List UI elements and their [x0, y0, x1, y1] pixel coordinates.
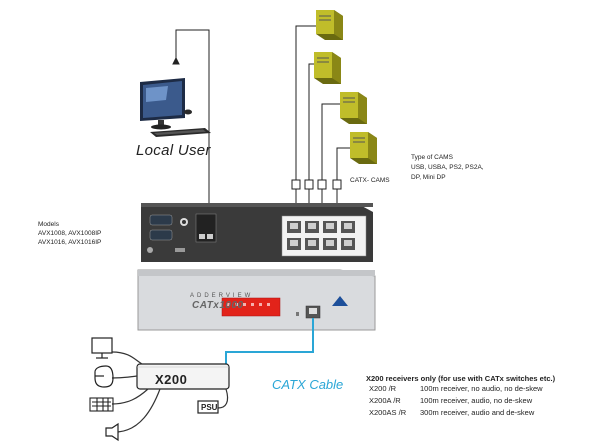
psu-label: PSU	[201, 403, 218, 412]
models-block: Models AVX1008, AVX1008IP AVX1016, AVX10…	[38, 220, 101, 247]
x200-device-label: X200	[155, 372, 188, 387]
device-brand-label: ADDERVIEW	[190, 293, 254, 299]
catx-cams-label: CATX- CAMS	[350, 177, 390, 184]
psu-box	[197, 400, 219, 414]
keyboard-icon	[89, 397, 114, 412]
local-user-workstation	[140, 78, 211, 137]
computer-2	[314, 52, 341, 84]
kvm-switch-front	[137, 269, 376, 331]
models-line-2: AVX1016, AVX1016IP	[38, 239, 102, 246]
cams-type-line-2: DP, Mini DP	[411, 174, 446, 181]
computer-1	[316, 10, 343, 40]
local-user-label: Local User	[136, 142, 211, 159]
receiver-model-1: X200 /R	[369, 384, 397, 393]
receiver-model-3: X200AS /R	[369, 408, 407, 417]
receiver-desc-2: 100m receiver, audio, no de-skew	[420, 396, 533, 405]
models-line-1: AVX1008, AVX1008IP	[38, 230, 102, 237]
catx-cable-line	[225, 318, 314, 368]
device-model-label: CATx1000	[192, 300, 244, 311]
computer-4	[350, 132, 377, 164]
computer-3	[340, 92, 367, 124]
cam-modules	[291, 179, 342, 190]
receiver-desc-3: 300m receiver, audio and de-skew	[420, 408, 535, 417]
mouse-icon	[94, 365, 114, 388]
models-title: Models	[38, 221, 59, 228]
receiver-model-2: X200A /R	[369, 396, 401, 405]
local-user-cable	[172, 29, 210, 232]
kvm-switch-rear	[141, 203, 373, 262]
monitor-icon	[91, 337, 113, 359]
cams-type-title: Type of CAMS	[411, 154, 453, 161]
remote-computers	[291, 10, 377, 232]
peripheral-cables	[111, 351, 229, 433]
receivers-title: X200 receivers only (for use with CATx s…	[366, 374, 556, 383]
receiver-desc-1: 100m receiver, no audio, no de-skew	[420, 384, 543, 393]
speaker-icon	[105, 422, 119, 442]
cams-type-line-1: USB, USBA, PS2, PS2A,	[411, 164, 484, 171]
cams-type-block: Type of CAMS USB, USBA, PS2, PS2A, DP, M…	[411, 153, 484, 183]
catx-cable-label: CATX Cable	[272, 377, 344, 392]
